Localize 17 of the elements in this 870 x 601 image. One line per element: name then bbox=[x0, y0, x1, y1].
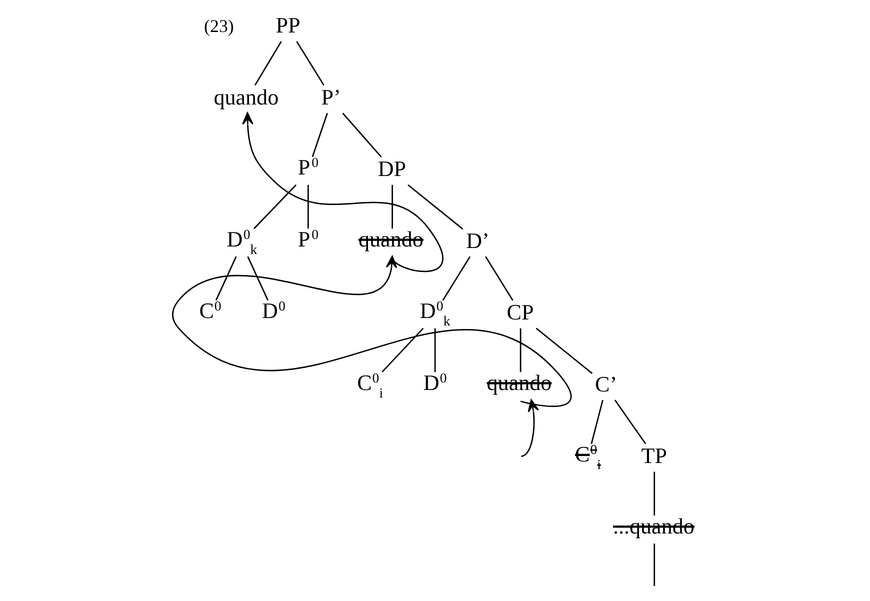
node-text: quando bbox=[486, 370, 552, 395]
label: (23) bbox=[204, 16, 234, 36]
node-text: C$^{0}$ bbox=[198, 298, 221, 324]
node-text: ...quando bbox=[612, 513, 694, 538]
node-text: C’ bbox=[594, 371, 617, 396]
node-text: quando bbox=[213, 84, 278, 110]
node-text: D’ bbox=[466, 228, 489, 253]
node-text: P’ bbox=[320, 84, 340, 110]
node-text: DP bbox=[377, 156, 406, 182]
node-text: D$^{0}$ bbox=[261, 298, 285, 324]
node-text: PP bbox=[275, 12, 300, 38]
node-text: P$^{0}$ bbox=[297, 226, 318, 252]
node-text: TP bbox=[640, 442, 666, 468]
node-text: CP bbox=[506, 300, 534, 325]
node-text: quando bbox=[358, 226, 423, 252]
node-text: P$^{0}$ bbox=[297, 154, 318, 180]
node-text: D$^{0}$ bbox=[422, 370, 446, 395]
